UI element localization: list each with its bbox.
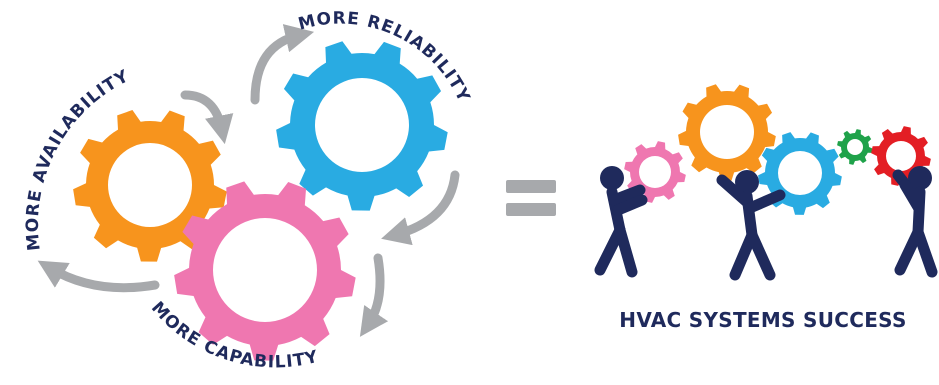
pink-gear xyxy=(174,181,356,361)
result-caption: HVAC SYSTEMS SUCCESS xyxy=(619,308,906,332)
cycle-arrows xyxy=(37,24,460,337)
arrow-down-right xyxy=(359,253,389,337)
arrow-orange-to-blue xyxy=(180,90,234,145)
figure-left xyxy=(594,166,648,278)
stick-figures xyxy=(594,166,938,281)
arrow-pink-to-orange xyxy=(37,260,160,293)
blue-gear xyxy=(276,41,448,211)
small-green-gear xyxy=(837,129,873,165)
figure-right xyxy=(892,166,938,278)
arrow-to-reliability xyxy=(250,24,315,105)
equals-sign xyxy=(506,180,556,216)
left-gear-cluster xyxy=(73,41,448,361)
figure-middle xyxy=(716,170,786,281)
arrow-blue-to-pink xyxy=(381,170,460,246)
small-orange-gear xyxy=(678,84,776,181)
